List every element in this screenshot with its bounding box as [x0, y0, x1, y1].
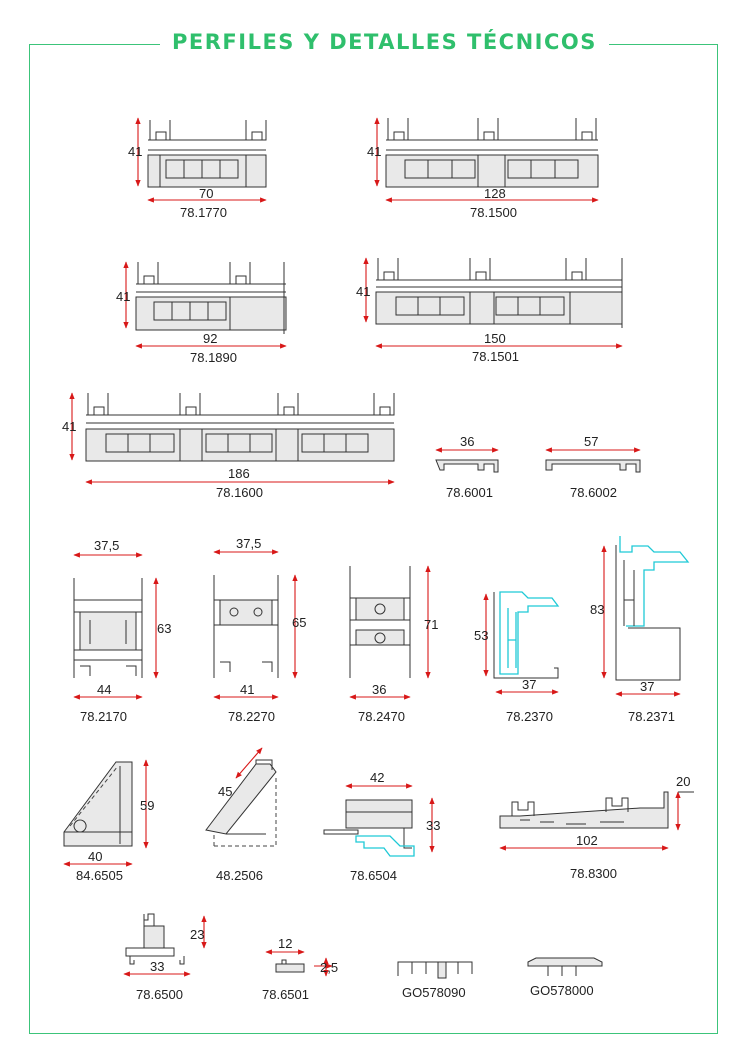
profile-code: 48.2506 [216, 868, 263, 883]
dim-37-5: 37,5 [94, 538, 119, 553]
dim-65: 65 [292, 615, 306, 630]
profile-78-6002: 57 78.6002 [545, 434, 641, 500]
dim-37-5: 37,5 [236, 536, 261, 551]
dim-41: 41 [240, 682, 254, 697]
dim-33: 33 [150, 959, 164, 974]
profile-code: 78.6500 [136, 987, 183, 1002]
dim-37: 37 [640, 679, 654, 694]
profile-code: 78.6002 [570, 485, 617, 500]
profile-84-6505: 59 40 84.6505 [63, 759, 154, 883]
profile-78-2270: 37,5 65 41 78.2270 [213, 536, 306, 724]
profile-code: 78.1890 [190, 350, 237, 365]
profile-code: 78.2370 [506, 709, 553, 724]
profile-code: 78.2470 [358, 709, 405, 724]
dim-150: 150 [484, 331, 506, 346]
dim-70: 70 [199, 186, 213, 201]
dim-2-5: 2,5 [320, 960, 338, 975]
profile-78-1770: 41 70 78.1770 [128, 117, 267, 220]
profile-code: 78.8300 [570, 866, 617, 881]
profile-78-2170: 37,5 63 44 78.2170 [73, 538, 171, 724]
dim-12: 12 [278, 936, 292, 951]
dim-102: 102 [576, 833, 598, 848]
dim-41: 41 [356, 284, 370, 299]
profile-go578000: GO578000 [527, 957, 603, 998]
profile-code: 78.1770 [180, 205, 227, 220]
profile-code: 78.6501 [262, 987, 309, 1002]
dim-53: 53 [474, 628, 488, 643]
dim-41: 41 [62, 419, 76, 434]
dim-57: 57 [584, 434, 598, 449]
profile-78-6501: 12 2,5 78.6501 [262, 936, 338, 1002]
profile-78-2371: 83 37 78.2371 [590, 536, 690, 724]
profile-78-8300: 20 102 78.8300 [499, 774, 694, 881]
dim-63: 63 [157, 621, 171, 636]
profile-code: 78.1500 [470, 205, 517, 220]
profile-code: GO578090 [402, 985, 466, 1000]
profile-78-1890: 41 92 78.1890 [116, 261, 287, 365]
profile-78-1600: 41 186 78.1600 [62, 392, 395, 500]
profile-78-6500: 23 33 78.6500 [123, 913, 207, 1002]
dim-59: 59 [140, 798, 154, 813]
dim-41: 41 [116, 289, 130, 304]
dim-128: 128 [484, 186, 506, 201]
profile-78-1500: 41 128 78.1500 [367, 117, 599, 220]
dim-44: 44 [97, 682, 111, 697]
profile-78-6001: 36 78.6001 [435, 434, 499, 500]
profile-code: 78.6504 [350, 868, 397, 883]
profile-code: 78.2270 [228, 709, 275, 724]
dim-36: 36 [460, 434, 474, 449]
dim-40: 40 [88, 849, 102, 864]
dim-41: 41 [128, 144, 142, 159]
dim-20: 20 [676, 774, 690, 789]
profile-78-2370: 53 37 78.2370 [474, 591, 560, 724]
profile-code: 78.2170 [80, 709, 127, 724]
dim-92: 92 [203, 331, 217, 346]
dim-37: 37 [522, 677, 536, 692]
page-title: PERFILES Y DETALLES TÉCNICOS [160, 30, 609, 54]
dim-71: 71 [424, 617, 438, 632]
dim-45: 45 [218, 784, 232, 799]
profile-78-1501: 41 150 78.1501 [356, 257, 623, 364]
profile-code: 84.6505 [76, 868, 123, 883]
profile-78-2470: 71 36 78.2470 [349, 565, 438, 724]
profile-code: 78.2371 [628, 709, 675, 724]
profile-code: 78.1501 [472, 349, 519, 364]
dim-36: 36 [372, 682, 386, 697]
dim-83: 83 [590, 602, 604, 617]
profile-code: GO578000 [530, 983, 594, 998]
dim-42: 42 [370, 770, 384, 785]
dim-186: 186 [228, 466, 250, 481]
profile-78-6504: 42 33 78.6504 [323, 770, 440, 883]
dim-41: 41 [367, 144, 381, 159]
dim-23: 23 [190, 927, 204, 942]
profile-48-2506: 45 48.2506 [205, 747, 277, 883]
profile-go578090: GO578090 [397, 961, 473, 1000]
dim-33: 33 [426, 818, 440, 833]
profile-code: 78.1600 [216, 485, 263, 500]
profile-code: 78.6001 [446, 485, 493, 500]
